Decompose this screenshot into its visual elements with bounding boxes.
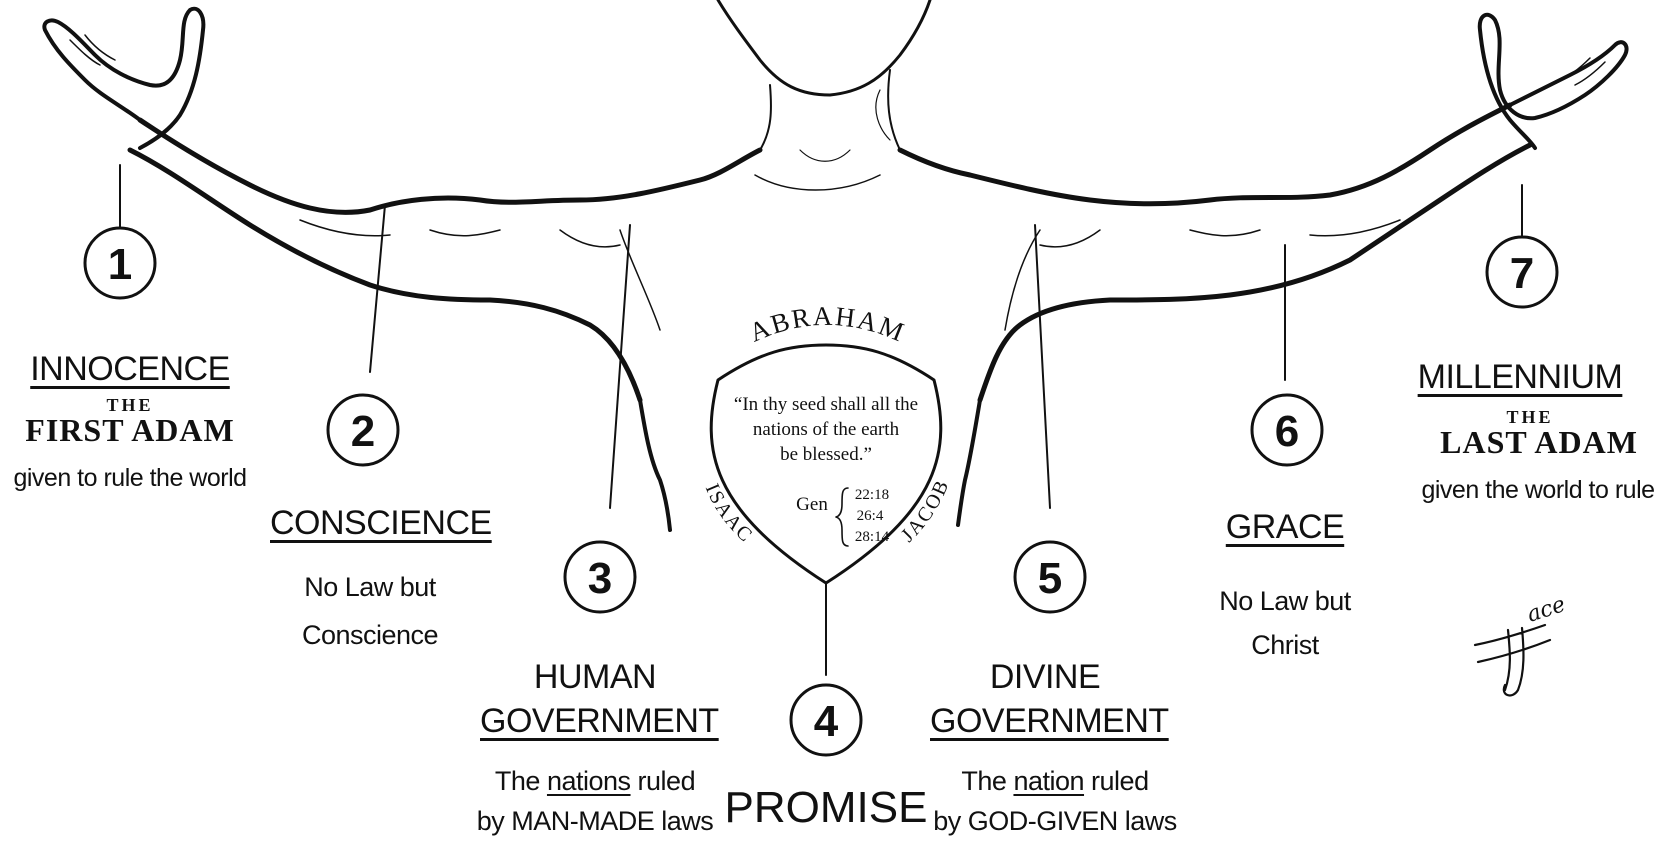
shield-quote-line-2: nations of the earth xyxy=(753,419,900,440)
label-conscience: CONSCIENCE xyxy=(270,506,470,540)
desc-divine-2: by GOD-GIVEN laws xyxy=(930,808,1180,835)
number-5: 5 xyxy=(1038,554,1062,603)
shield-ref-2: 26:4 xyxy=(857,508,884,524)
desc-conscience-1: No Law but xyxy=(270,574,470,601)
desc-grace-1: No Law but xyxy=(1180,588,1390,615)
head-outline xyxy=(718,0,930,95)
label-last-adam: LAST ADAM xyxy=(1410,426,1668,458)
desc-divine-1: The nation ruled xyxy=(930,768,1180,795)
desc-human-2: by MAN-MADE laws xyxy=(470,808,720,835)
number-6: 6 xyxy=(1275,407,1299,456)
shield-ref-1: 22:18 xyxy=(855,487,889,503)
signature-mark xyxy=(1475,625,1550,695)
desc-human-1: The nations ruled xyxy=(470,768,720,795)
collar-line xyxy=(755,175,880,190)
number-1: 1 xyxy=(108,240,132,289)
label-human: HUMAN xyxy=(480,660,710,694)
right-hand xyxy=(1480,15,1627,148)
desc-innocence: given to rule the world xyxy=(0,466,260,491)
shield-ref-3: 28:14 xyxy=(855,529,890,545)
desc-millennium: given the world to rule xyxy=(1408,478,1668,503)
label-human-government: GOVERNMENT xyxy=(480,704,710,738)
neck-right xyxy=(888,70,900,150)
right-shoulder xyxy=(900,105,1510,204)
pointer-5 xyxy=(1035,225,1050,508)
number-3: 3 xyxy=(588,554,612,603)
left-hand xyxy=(44,9,203,148)
reference-brace xyxy=(836,488,848,546)
signature-text: ace xyxy=(1524,592,1568,628)
number-4: 4 xyxy=(814,697,839,746)
label-promise: PROMISE xyxy=(700,786,952,830)
label-innocence: INNOCENCE xyxy=(30,352,230,386)
desc-grace-2: Christ xyxy=(1180,632,1390,659)
shield-ref-label: Gen xyxy=(796,494,828,515)
label-divine-government: GOVERNMENT xyxy=(930,704,1160,738)
shield-quote-line-3: be blessed.” xyxy=(780,444,872,465)
label-first-adam: FIRST ADAM xyxy=(0,414,260,446)
number-7: 7 xyxy=(1510,249,1534,298)
number-2: 2 xyxy=(351,407,375,456)
left-shoulder xyxy=(140,120,760,212)
label-grace: GRACE xyxy=(1190,510,1380,544)
shield-quote-line-1: “In thy seed shall all the xyxy=(734,394,918,415)
desc-conscience-2: Conscience xyxy=(270,622,470,649)
neck-left xyxy=(760,85,771,150)
shield-abraham: ABRAHAM xyxy=(745,301,910,348)
label-divine: DIVINE xyxy=(930,660,1160,694)
label-millennium: MILLENNIUM xyxy=(1410,360,1630,394)
